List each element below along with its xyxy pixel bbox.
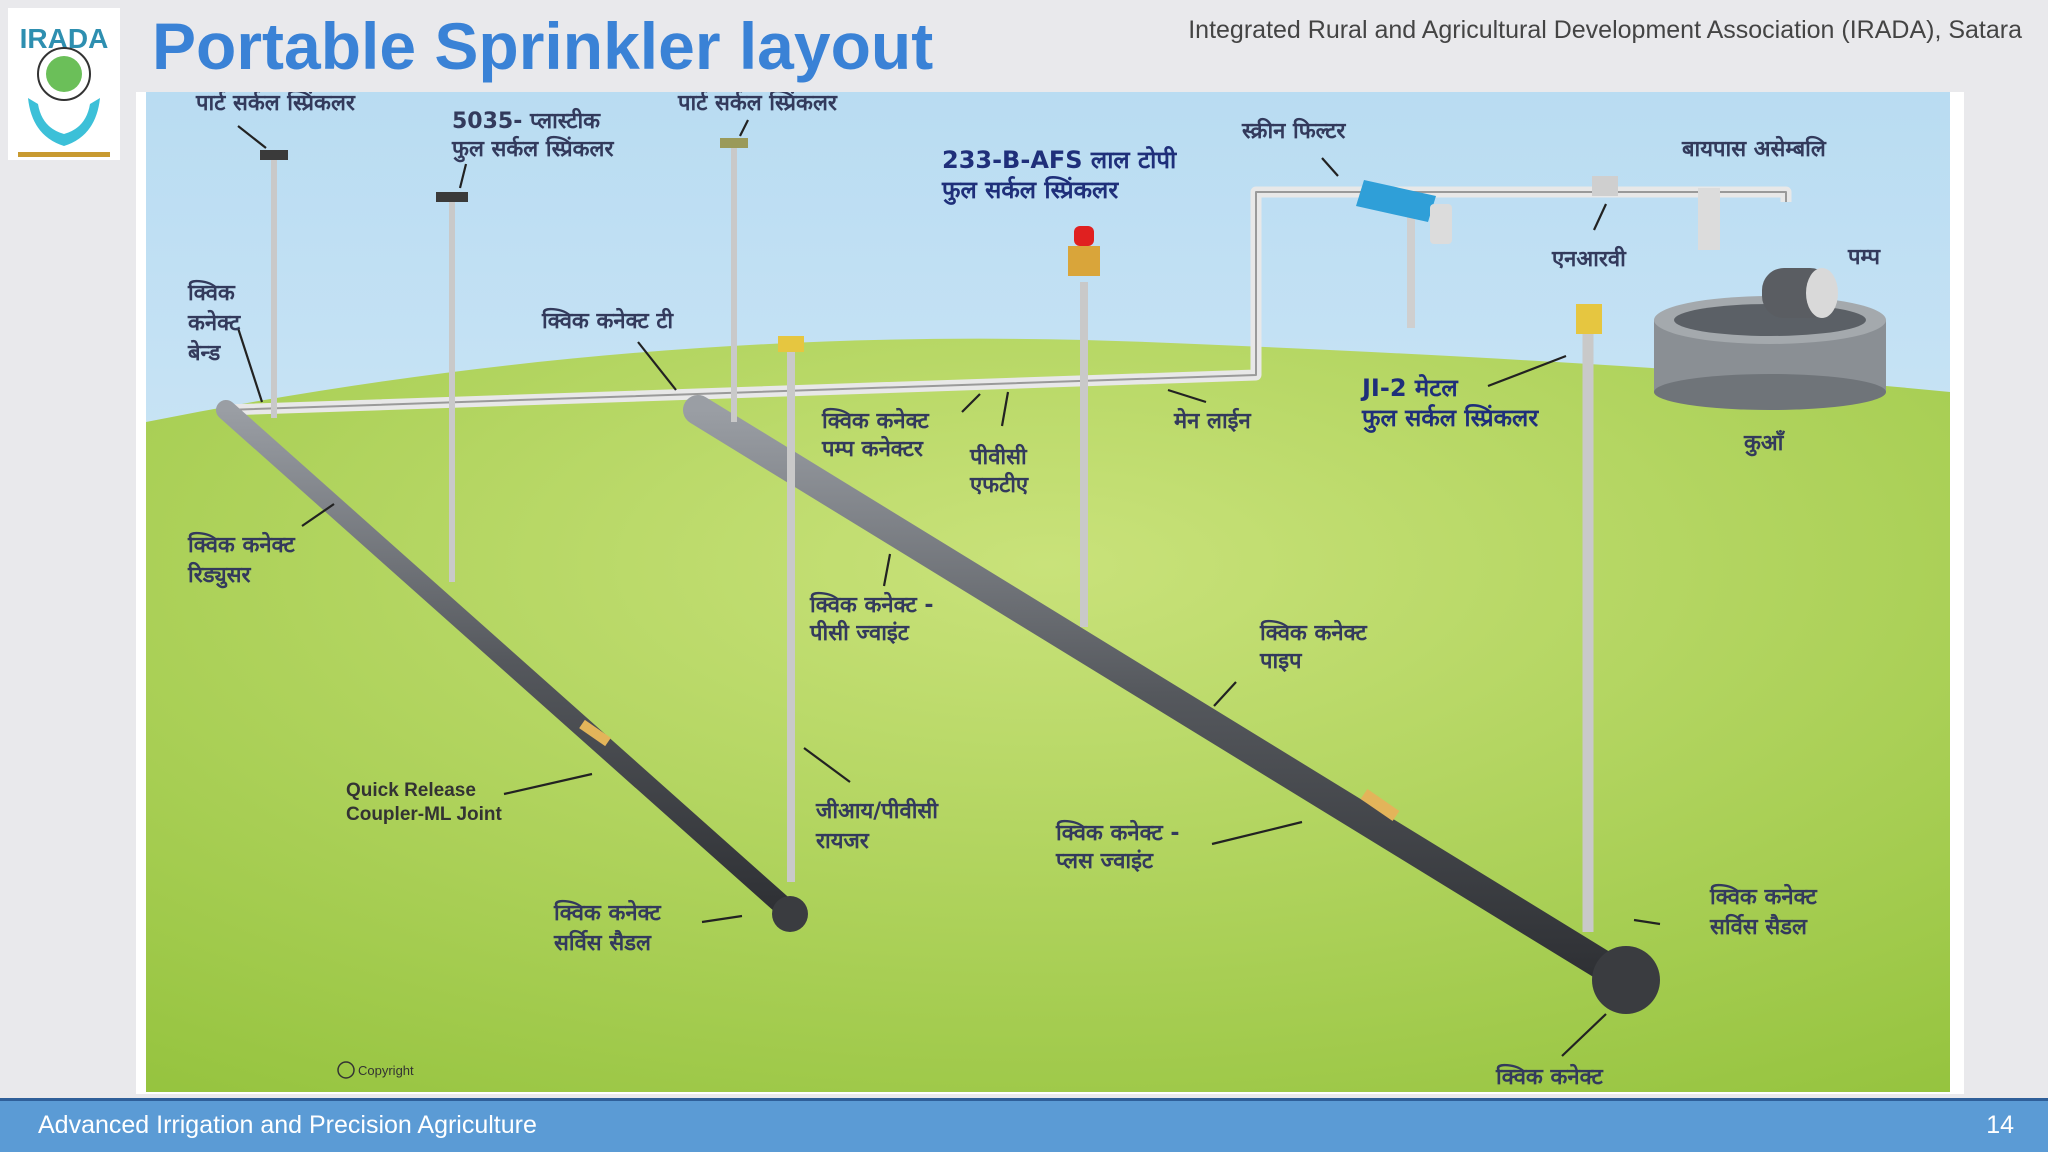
label-bypass-assembly: बायपास असेम्बलि: [1681, 135, 1827, 162]
label-saddle-right-2: सर्विस सैडल: [1709, 913, 1808, 940]
screen-filter: [1356, 180, 1452, 244]
label-bend-3: बेन्ड: [187, 339, 221, 366]
copyright-mark: Copyright: [337, 1061, 414, 1079]
label-coupler-1: Quick Release: [346, 780, 476, 801]
label-pvc-fta-2: एफटीए: [969, 471, 1029, 498]
label-part-circle-sprinkler-1: पार्ट सर्कल स्प्रिंकलर: [195, 92, 356, 116]
course-title: Advanced Irrigation and Precision Agricu…: [38, 1111, 537, 1139]
lateral-pipes: [216, 395, 1660, 1014]
grass-field: [146, 338, 1950, 1092]
label-red-cap-sprinkler-1: 233-B-AFS लाल टोपी: [942, 146, 1177, 174]
sprinkler-layout-diagram: पार्ट सर्कल स्प्रिंकलर 5035- प्लास्टीक फ…: [146, 92, 1950, 1092]
label-pipe-2: पाइप: [1259, 649, 1303, 674]
label-coupler-2: Coupler-ML Joint: [346, 804, 503, 825]
page-number: 14: [1986, 1111, 2014, 1139]
label-red-cap-sprinkler-2: फुल सर्कल स्प्रिंकलर: [941, 176, 1119, 205]
pump: [1762, 268, 1838, 318]
organization-name: Integrated Rural and Agricultural Develo…: [1188, 16, 2022, 44]
main-line: [225, 186, 1792, 416]
label-pipe-1: क्विक कनेक्ट: [1259, 619, 1368, 646]
label-bend-1: क्विक: [187, 279, 236, 306]
label-part-circle-sprinkler-2: पार्ट सर्कल स्प्रिंकलर: [677, 92, 838, 116]
sprinkler-risers: [271, 142, 1594, 932]
label-pointers: [236, 119, 1661, 1057]
label-pc-joint-1: क्विक कनेक्ट -: [809, 591, 933, 618]
label-pvc-fta-1: पीवीसी: [969, 443, 1028, 470]
slide-footer: Advanced Irrigation and Precision Agricu…: [0, 1098, 2048, 1152]
label-end-connector: क्विक कनेक्ट: [1495, 1063, 1604, 1090]
slide-title: Portable Sprinkler layout: [152, 9, 934, 83]
label-main-line: मेन लाईन: [1173, 407, 1251, 434]
label-plastic-sprinkler-2: फुल सर्कल स्प्रिंकलर: [451, 135, 614, 163]
nrv-valve: [1592, 176, 1618, 196]
label-saddle-left-1: क्विक कनेक्ट: [553, 899, 662, 926]
sprinkler-heads: [260, 138, 1602, 352]
label-nrv: एनआरवी: [1551, 245, 1627, 272]
label-pump: पम्प: [1847, 245, 1882, 270]
irada-logo: IRADA: [8, 8, 120, 160]
label-plastic-sprinkler-1: 5035- प्लास्टीक: [452, 107, 601, 134]
label-saddle-right-1: क्विक कनेक्ट: [1709, 883, 1818, 910]
label-reducer-1: क्विक कनेक्ट: [187, 531, 296, 558]
label-tee: क्विक कनेक्ट टी: [541, 307, 674, 334]
label-riser-1: जीआय/पीवीसी: [815, 797, 939, 824]
label-pump-connector-1: क्विक कनेक्ट: [821, 407, 930, 434]
label-plus-joint-2: प्लस ज्वाइंट: [1055, 849, 1154, 874]
label-well: कुआँ: [1743, 429, 1786, 457]
label-reducer-2: रिड्युसर: [187, 561, 251, 589]
label-riser-2: रायजर: [815, 829, 870, 854]
label-plus-joint-1: क्विक कनेक्ट -: [1055, 819, 1179, 846]
label-screen-filter: स्क्रीन फिल्टर: [1241, 117, 1346, 144]
label-pc-joint-2: पीसी ज्वाइंट: [809, 619, 910, 646]
label-bend-2: कनेक्ट: [187, 309, 241, 336]
label-saddle-left-2: सर्विस सैडल: [553, 929, 652, 956]
copyright-text: Copyright: [358, 1063, 414, 1078]
label-metal-sprinkler-2: फुल सर्कल स्प्रिंकलर: [1361, 404, 1539, 433]
well: [1654, 296, 1886, 410]
label-pump-connector-2: पम्प कनेक्टर: [821, 435, 924, 462]
bypass-assembly: [1698, 188, 1720, 250]
label-metal-sprinkler-1: JI-2 मेटल: [1360, 374, 1459, 402]
